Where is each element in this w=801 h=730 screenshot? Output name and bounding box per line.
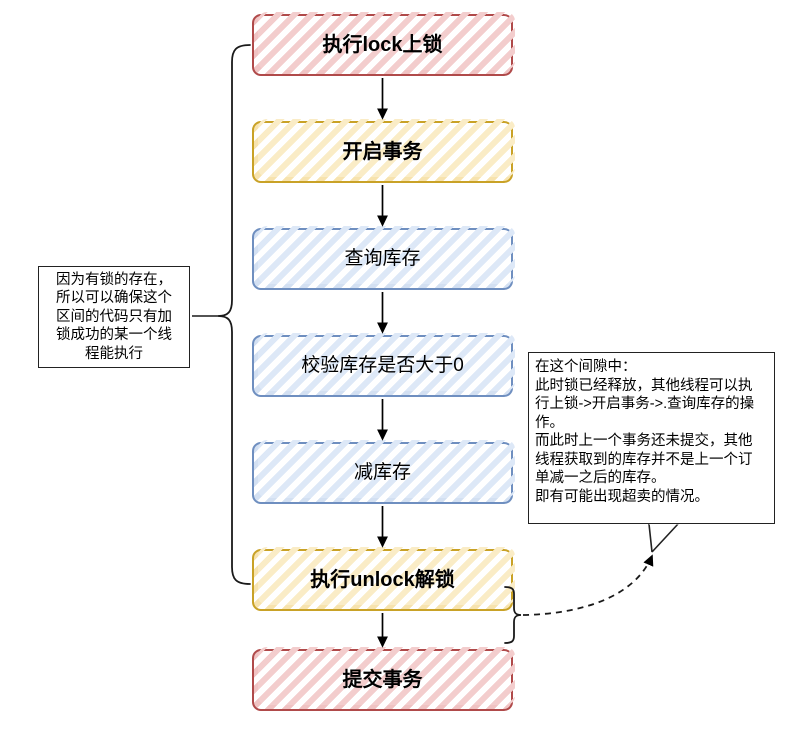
node-unlock[interactable]: 执行unlock解锁	[252, 547, 515, 611]
node-commit-transaction-label: 提交事务	[342, 668, 423, 691]
node-lock[interactable]: 执行lock上锁	[252, 12, 515, 76]
node-begin-transaction[interactable]: 开启事务	[252, 119, 515, 183]
note-oversell-gap-text: 在这个间隙中： 此时锁已经释放，其他线程可以执 行上锁->开启事务->.查询库存…	[535, 358, 770, 506]
note-line: 即有可能出现超卖的情况。	[535, 488, 709, 505]
node-unlock-label: 执行unlock解锁	[310, 568, 455, 591]
brace-left-lock-scope	[217, 44, 251, 585]
note-line: 在这个间隙中：	[535, 359, 637, 375]
node-begin-transaction-label: 开启事务	[342, 140, 423, 163]
note-line: 此时锁已经释放，其他线程可以执	[535, 377, 753, 394]
note-line: 程能执行	[85, 345, 143, 362]
node-query-stock-label: 查询库存	[344, 248, 421, 270]
note-line: 作。	[535, 414, 564, 431]
note-line: 区间的代码只有加	[56, 308, 172, 325]
dashed-gap-to-note	[522, 554, 654, 616]
note-lock-scope: 因为有锁的存在， 所以可以确保这个 区间的代码只有加 锁成功的某一个线 程能执行	[38, 266, 190, 368]
note-line: 而此时上一个事务还未提交，其他	[535, 433, 753, 450]
node-reduce-stock-label: 减库存	[353, 462, 411, 484]
node-reduce-stock[interactable]: 减库存	[252, 440, 515, 504]
note-oversell-gap: 在这个间隙中： 此时锁已经释放，其他线程可以执 行上锁->开启事务->.查询库存…	[528, 352, 775, 524]
node-check-stock[interactable]: 校验库存是否大于0	[252, 333, 515, 397]
note-line: 锁成功的某一个线	[56, 327, 172, 344]
node-commit-transaction[interactable]: 提交事务	[252, 647, 515, 711]
note-line: 行上锁->开启事务->.查询库存的操	[535, 396, 755, 413]
node-check-stock-label: 校验库存是否大于0	[301, 355, 464, 377]
callout-tail	[648, 523, 679, 553]
note-line: 单减一之后的库存。	[535, 470, 666, 487]
note-lock-scope-text: 因为有锁的存在， 所以可以确保这个 区间的代码只有加 锁成功的某一个线 程能执行	[56, 271, 172, 364]
note-line: 所以可以确保这个	[56, 290, 172, 307]
note-line: 线程获取到的库存并不是上一个订	[535, 451, 753, 468]
node-query-stock[interactable]: 查询库存	[252, 226, 515, 290]
note-line: 因为有锁的存在，	[56, 271, 172, 288]
node-lock-label: 执行lock上锁	[322, 33, 443, 56]
